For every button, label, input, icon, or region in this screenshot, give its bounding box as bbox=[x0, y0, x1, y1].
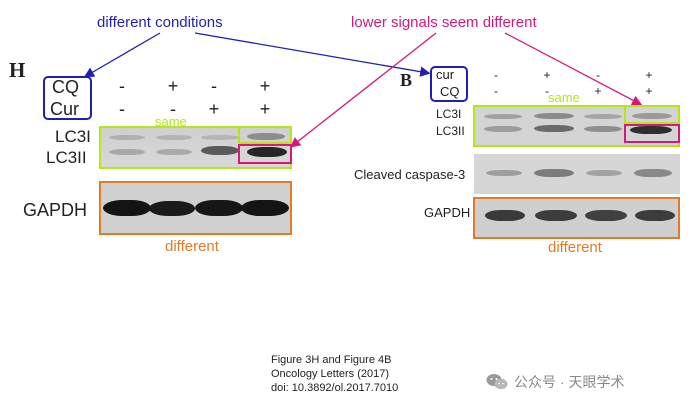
caption-line-2: Oncology Letters (2017) bbox=[271, 368, 390, 380]
annotation-lower-signals: lower signals seem different bbox=[351, 14, 537, 31]
band-label-lc3i-h: LC3I bbox=[55, 127, 91, 146]
sign-b-r2-c1: - bbox=[494, 84, 498, 98]
sign-h-r2-c3: + bbox=[208, 99, 220, 119]
caption-line-3: doi: 10.3892/ol.2017.7010 bbox=[271, 382, 399, 394]
row-label-cq-h: CQ bbox=[52, 77, 79, 97]
sign-h-r2-c1: - bbox=[119, 99, 125, 119]
annotation-same-left: same bbox=[155, 114, 187, 129]
blot-gapdh-h bbox=[101, 183, 291, 233]
watermark: 公众号 · 天眼学术 bbox=[486, 372, 624, 392]
annotation-different-conditions: different conditions bbox=[97, 14, 223, 31]
band-label-lc3i-b: LC3I bbox=[436, 107, 462, 121]
annotation-different-left: different bbox=[165, 238, 219, 255]
watermark-text: 公众号 · 天眼学术 bbox=[514, 374, 625, 390]
band-label-lc3ii-b: LC3II bbox=[436, 124, 465, 138]
sign-h-r1-c4: + bbox=[259, 76, 271, 96]
row-label-cur-b: cur bbox=[436, 67, 455, 82]
sign-h-r1-c3: - bbox=[211, 76, 217, 96]
blot-gapdh-b bbox=[475, 199, 679, 237]
arrow-to-panel-h-conditions bbox=[83, 32, 161, 78]
annotation-different-right: different bbox=[548, 239, 602, 256]
conditions-box-b bbox=[430, 66, 468, 102]
band-label-lc3ii-h: LC3II bbox=[46, 148, 87, 167]
figure-caption: Figure 3H and Figure 4B Oncology Letters… bbox=[271, 353, 398, 395]
sign-h-r1-c1: - bbox=[119, 76, 125, 96]
band-label-gapdh-h: GAPDH bbox=[23, 200, 88, 220]
pink-box-h-lc3ii bbox=[238, 144, 292, 164]
orange-box-b bbox=[473, 197, 680, 239]
sign-b-r2-c4: + bbox=[645, 84, 653, 98]
wechat-icon bbox=[486, 374, 508, 390]
conditions-box-h bbox=[43, 76, 92, 120]
caption-line-1: Figure 3H and Figure 4B bbox=[271, 354, 392, 366]
blot-lc3-h bbox=[101, 127, 291, 167]
sign-b-r1-c2: + bbox=[543, 68, 551, 82]
arrow-to-panel-b-conditions bbox=[194, 32, 431, 77]
band-label-gapdh-b: GAPDH bbox=[424, 205, 471, 220]
blot-cleaved-caspase-3-b bbox=[474, 154, 680, 194]
sign-b-r2-c2: - bbox=[545, 84, 549, 98]
arrow-to-panel-b-lc3ii bbox=[504, 32, 643, 106]
sign-b-r2-c3: + bbox=[594, 84, 602, 98]
sign-b-r1-c3: - bbox=[596, 68, 600, 82]
panel-letter-b: B bbox=[400, 70, 413, 90]
blot-lc3-b bbox=[474, 106, 679, 146]
orange-box-h bbox=[99, 181, 292, 235]
green-box-b-lane4 bbox=[624, 105, 680, 124]
row-label-cur-h: Cur bbox=[50, 99, 80, 119]
band-label-cleaved-caspase-3-b: Cleaved caspase-3 bbox=[354, 167, 466, 182]
annotation-same-right: same bbox=[548, 90, 580, 105]
sign-h-r1-c2: + bbox=[167, 76, 179, 96]
sign-h-r2-c4: + bbox=[259, 99, 271, 119]
row-label-cq-b: CQ bbox=[440, 84, 460, 99]
green-box-h-lane4 bbox=[238, 126, 292, 144]
arrow-to-panel-h-lc3ii bbox=[289, 32, 437, 148]
sign-b-r1-c4: + bbox=[645, 68, 653, 82]
pink-box-b-lc3ii bbox=[624, 124, 680, 143]
sign-b-r1-c1: - bbox=[494, 68, 498, 82]
sign-h-r2-c2: - bbox=[170, 99, 176, 119]
panel-letter-h: H bbox=[9, 58, 26, 82]
